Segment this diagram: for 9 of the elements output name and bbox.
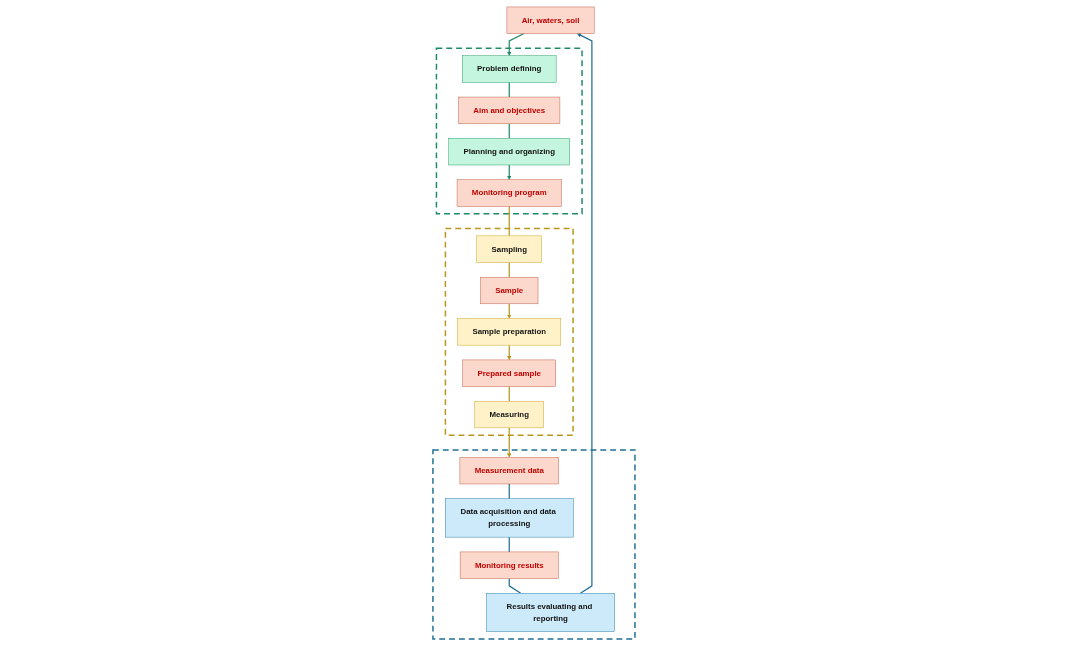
arrow xyxy=(506,427,511,458)
connector xyxy=(508,577,521,594)
arrow xyxy=(506,164,511,180)
arrow xyxy=(576,33,593,594)
cluster xyxy=(431,449,636,640)
connector xyxy=(508,205,510,237)
cluster xyxy=(435,47,583,215)
arrow xyxy=(506,32,525,56)
cluster xyxy=(444,227,574,436)
